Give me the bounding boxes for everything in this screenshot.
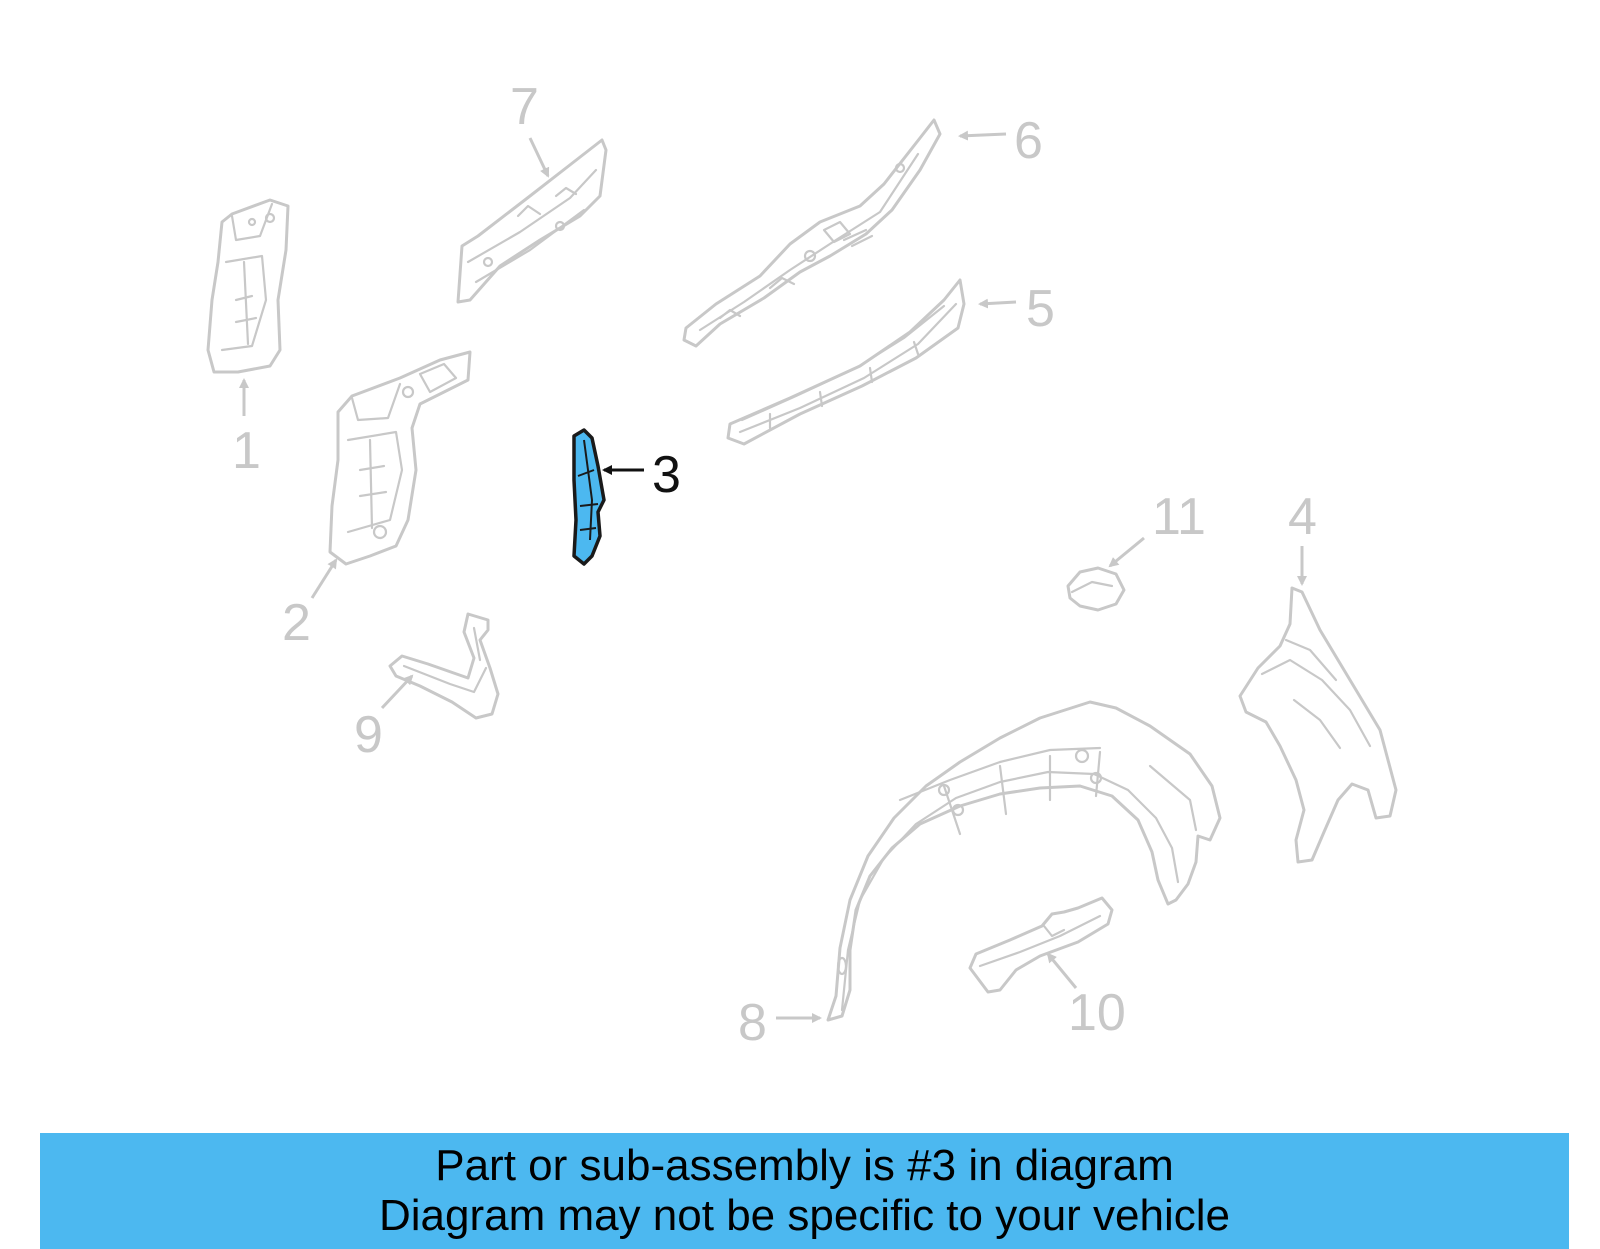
part-6-rail[interactable] [682, 118, 942, 348]
part-3-body [572, 428, 606, 566]
callout-4: 4 [1288, 488, 1317, 546]
callout-7: 7 [510, 78, 539, 136]
part-5-panel[interactable] [726, 278, 966, 446]
callout-3: 3 [652, 446, 681, 504]
leader-7 [528, 137, 550, 178]
callout-9: 9 [354, 706, 383, 764]
leader-6 [958, 130, 1007, 141]
callout-6: 6 [1014, 112, 1043, 170]
info-banner: Part or sub-assembly is #3 in diagram Di… [40, 1133, 1569, 1249]
leader-10 [1046, 952, 1078, 989]
part-3-highlighted-bracket[interactable] [572, 428, 606, 566]
callout-11: 11 [1152, 488, 1206, 546]
part-7-rail[interactable] [456, 138, 608, 304]
leader-9 [380, 674, 414, 710]
part-2-inner-panel[interactable] [328, 350, 472, 566]
part-8-wheelhouse[interactable] [826, 700, 1222, 1022]
callout-8: 8 [738, 994, 767, 1052]
leader-11 [1108, 536, 1145, 568]
part-11-cap[interactable] [1066, 566, 1126, 612]
callout-10: 10 [1068, 984, 1126, 1042]
part-1-pillar[interactable] [206, 198, 290, 374]
leader-5 [978, 298, 1017, 309]
leader-lines [239, 130, 1307, 1023]
part-4-quarter-panel[interactable] [1238, 586, 1398, 864]
banner-line-2: Diagram may not be specific to your vehi… [378, 1191, 1231, 1240]
callout-2: 2 [282, 594, 311, 652]
callout-5: 5 [1026, 280, 1055, 338]
callout-labels: 1 2 3 4 5 6 7 8 9 10 11 [232, 78, 1317, 1052]
leader-2 [310, 558, 338, 599]
banner-line-1: Part or sub-assembly is #3 in diagram [435, 1141, 1174, 1190]
part-10-floor-bracket[interactable] [968, 896, 1114, 994]
callout-1: 1 [232, 422, 261, 480]
part-9-bracket[interactable] [388, 612, 500, 720]
